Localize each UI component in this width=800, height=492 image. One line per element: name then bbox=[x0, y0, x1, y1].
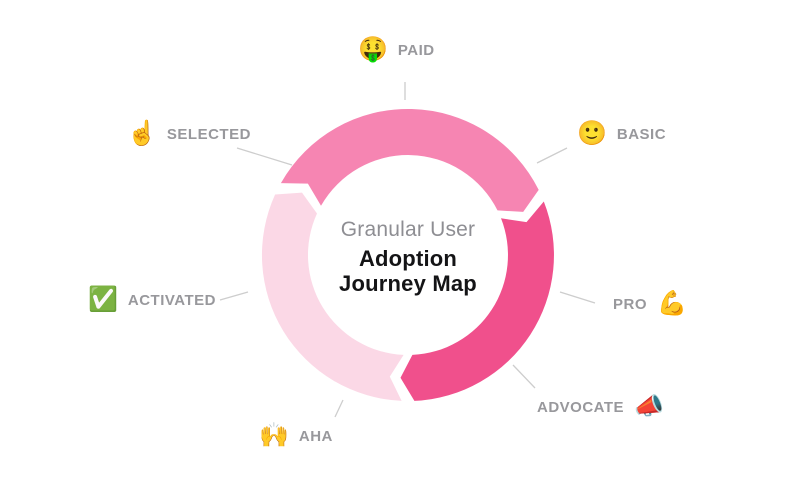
ring-segment-left bbox=[261, 192, 404, 401]
ring-segment-top bbox=[280, 108, 539, 212]
stage-label-text: PAID bbox=[397, 41, 435, 59]
stage-label-text: AHA bbox=[298, 427, 333, 445]
stage-label-text: PRO bbox=[613, 295, 648, 313]
leader-line-activated bbox=[219, 291, 249, 301]
money-mouth-face-icon: 🤑 bbox=[358, 36, 388, 63]
stage-label-pro: 💪 PRO bbox=[613, 291, 687, 317]
stage-label-paid: 🤑 PAID bbox=[358, 37, 435, 63]
stage-label-text: BASIC bbox=[616, 125, 667, 143]
leader-line-advocate bbox=[512, 364, 536, 389]
stage-label-aha: 🙌 AHA bbox=[259, 423, 333, 449]
slightly-smiling-face-icon: 🙂 bbox=[577, 120, 607, 147]
leader-line-aha bbox=[334, 399, 344, 418]
raising-hands-icon: 🙌 bbox=[259, 422, 289, 449]
stage-label-basic: 🙂 BASIC bbox=[577, 121, 666, 147]
leader-line-selected bbox=[236, 147, 293, 166]
chart-title: Granular User Adoption Journey Map bbox=[288, 218, 528, 296]
stage-label-text: ACTIVATED bbox=[127, 291, 216, 309]
megaphone-icon: 📣 bbox=[634, 393, 664, 420]
stage-label-advocate: 📣 ADVOCATE bbox=[537, 394, 664, 420]
chart-subtitle: Granular User bbox=[340, 218, 476, 241]
flexed-biceps-icon: 💪 bbox=[657, 290, 687, 317]
stage-label-activated: ✅ ACTIVATED bbox=[88, 287, 216, 313]
leader-line-basic bbox=[536, 147, 568, 164]
stage-label-text: SELECTED bbox=[166, 125, 251, 143]
index-pointing-up-icon: ☝️ bbox=[127, 120, 157, 147]
chart-title-line-2: Journey Map bbox=[339, 271, 477, 296]
ring-segment-right bbox=[400, 201, 554, 401]
leader-line-pro bbox=[559, 291, 596, 304]
chart-title-line-1: Adoption bbox=[358, 246, 458, 271]
stage-label-text: ADVOCATE bbox=[537, 398, 625, 416]
stage-label-selected: ☝️ SELECTED bbox=[127, 121, 251, 147]
check-mark-button-icon: ✅ bbox=[88, 286, 118, 313]
